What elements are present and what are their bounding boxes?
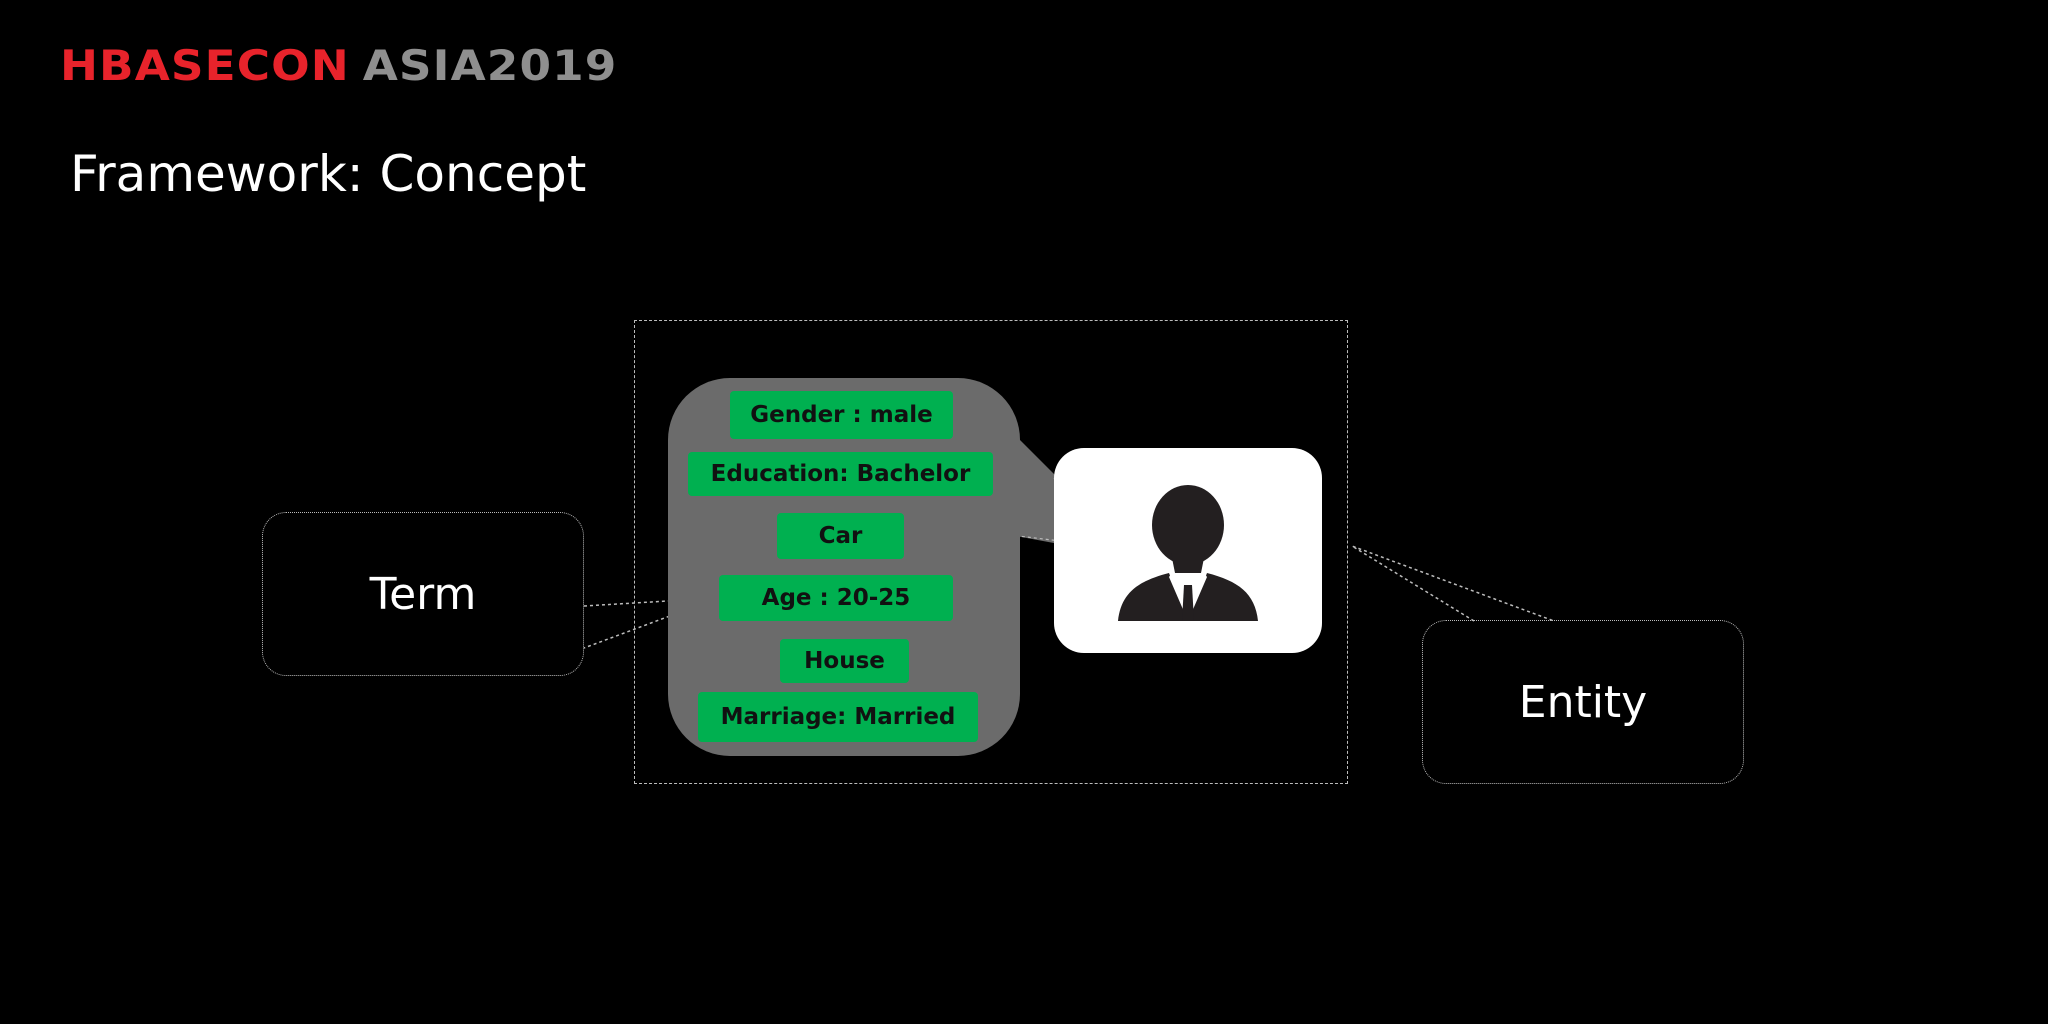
- tag-house-label: House: [804, 648, 885, 674]
- person-silhouette-icon: [1118, 484, 1258, 621]
- entity-callout-label: Entity: [1518, 676, 1648, 728]
- event-logo: HBASECON ASIA2019: [60, 40, 617, 90]
- entity-callout: Entity: [1422, 620, 1744, 784]
- tag-education: Education: Bachelor: [688, 452, 993, 496]
- tag-car-label: Car: [818, 523, 863, 549]
- tag-gender: Gender : male: [730, 391, 953, 439]
- tag-education-label: Education: Bachelor: [710, 461, 971, 487]
- logo-part-hbasecon: HBASECON: [60, 40, 350, 90]
- term-callout: Term: [262, 512, 584, 676]
- tag-age: Age : 20-25: [719, 575, 953, 621]
- term-callout-label: Term: [369, 568, 477, 620]
- logo-part-asia2019: ASIA2019: [362, 40, 618, 90]
- concept-frame: [634, 320, 1348, 784]
- tag-marriage: Marriage: Married: [698, 692, 978, 742]
- tag-marriage-label: Marriage: Married: [720, 704, 956, 730]
- page-title: Framework: Concept: [70, 145, 587, 203]
- tag-gender-label: Gender : male: [750, 402, 933, 428]
- tag-car: Car: [777, 513, 904, 559]
- tag-house: House: [780, 639, 909, 683]
- entity-avatar-card: [1054, 448, 1322, 653]
- tag-age-label: Age : 20-25: [761, 585, 911, 611]
